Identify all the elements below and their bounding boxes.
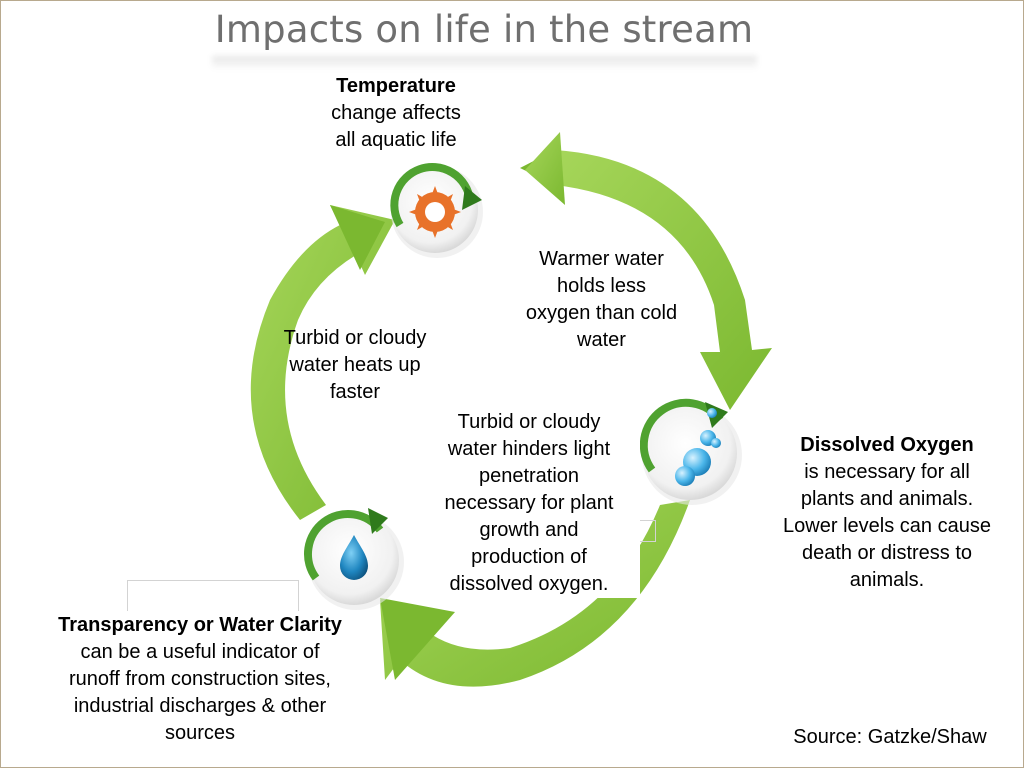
transparency-heading: Transparency or Water Clarity [58, 614, 342, 636]
source-credit: Source: Gatzke/Shaw [793, 726, 987, 748]
callout-frame-center [625, 520, 656, 542]
transparency-label: Transparency or Water Clarity can be a u… [30, 612, 370, 747]
transparency-body: can be a useful indicator of runoff from… [69, 641, 331, 744]
temperature-body: change affects all aquatic life [331, 102, 461, 151]
arrow-temperature-to-oxygen [520, 132, 772, 410]
dissolved-oxygen-node [639, 398, 742, 505]
slide-title: Impacts on life in the stream [214, 8, 754, 51]
dissolved-oxygen-label: Dissolved Oxygen is necessary for all pl… [755, 432, 1019, 594]
title-shadow [212, 56, 757, 70]
turbid-heats-label: Turbid or cloudy water heats up faster [283, 327, 427, 403]
transparency-node [304, 508, 404, 610]
dissolved-oxygen-heading: Dissolved Oxygen [800, 434, 974, 456]
warmer-water-label: Warmer water holds less oxygen than cold… [525, 248, 678, 351]
water-drop-icon [340, 535, 368, 580]
turbid-light-label: Turbid or cloudy water hinders light pen… [418, 409, 640, 598]
temperature-node [390, 163, 483, 258]
bubbles-icon [675, 408, 721, 486]
temperature-label: Temperature change affects all aquatic l… [300, 73, 492, 154]
sun-icon [409, 186, 461, 238]
temperature-heading: Temperature [336, 75, 456, 97]
callout-frame-left [127, 580, 299, 611]
dissolved-oxygen-body: is necessary for all plants and animals.… [783, 461, 991, 591]
arrow-clarity-to-temperature [250, 205, 395, 520]
